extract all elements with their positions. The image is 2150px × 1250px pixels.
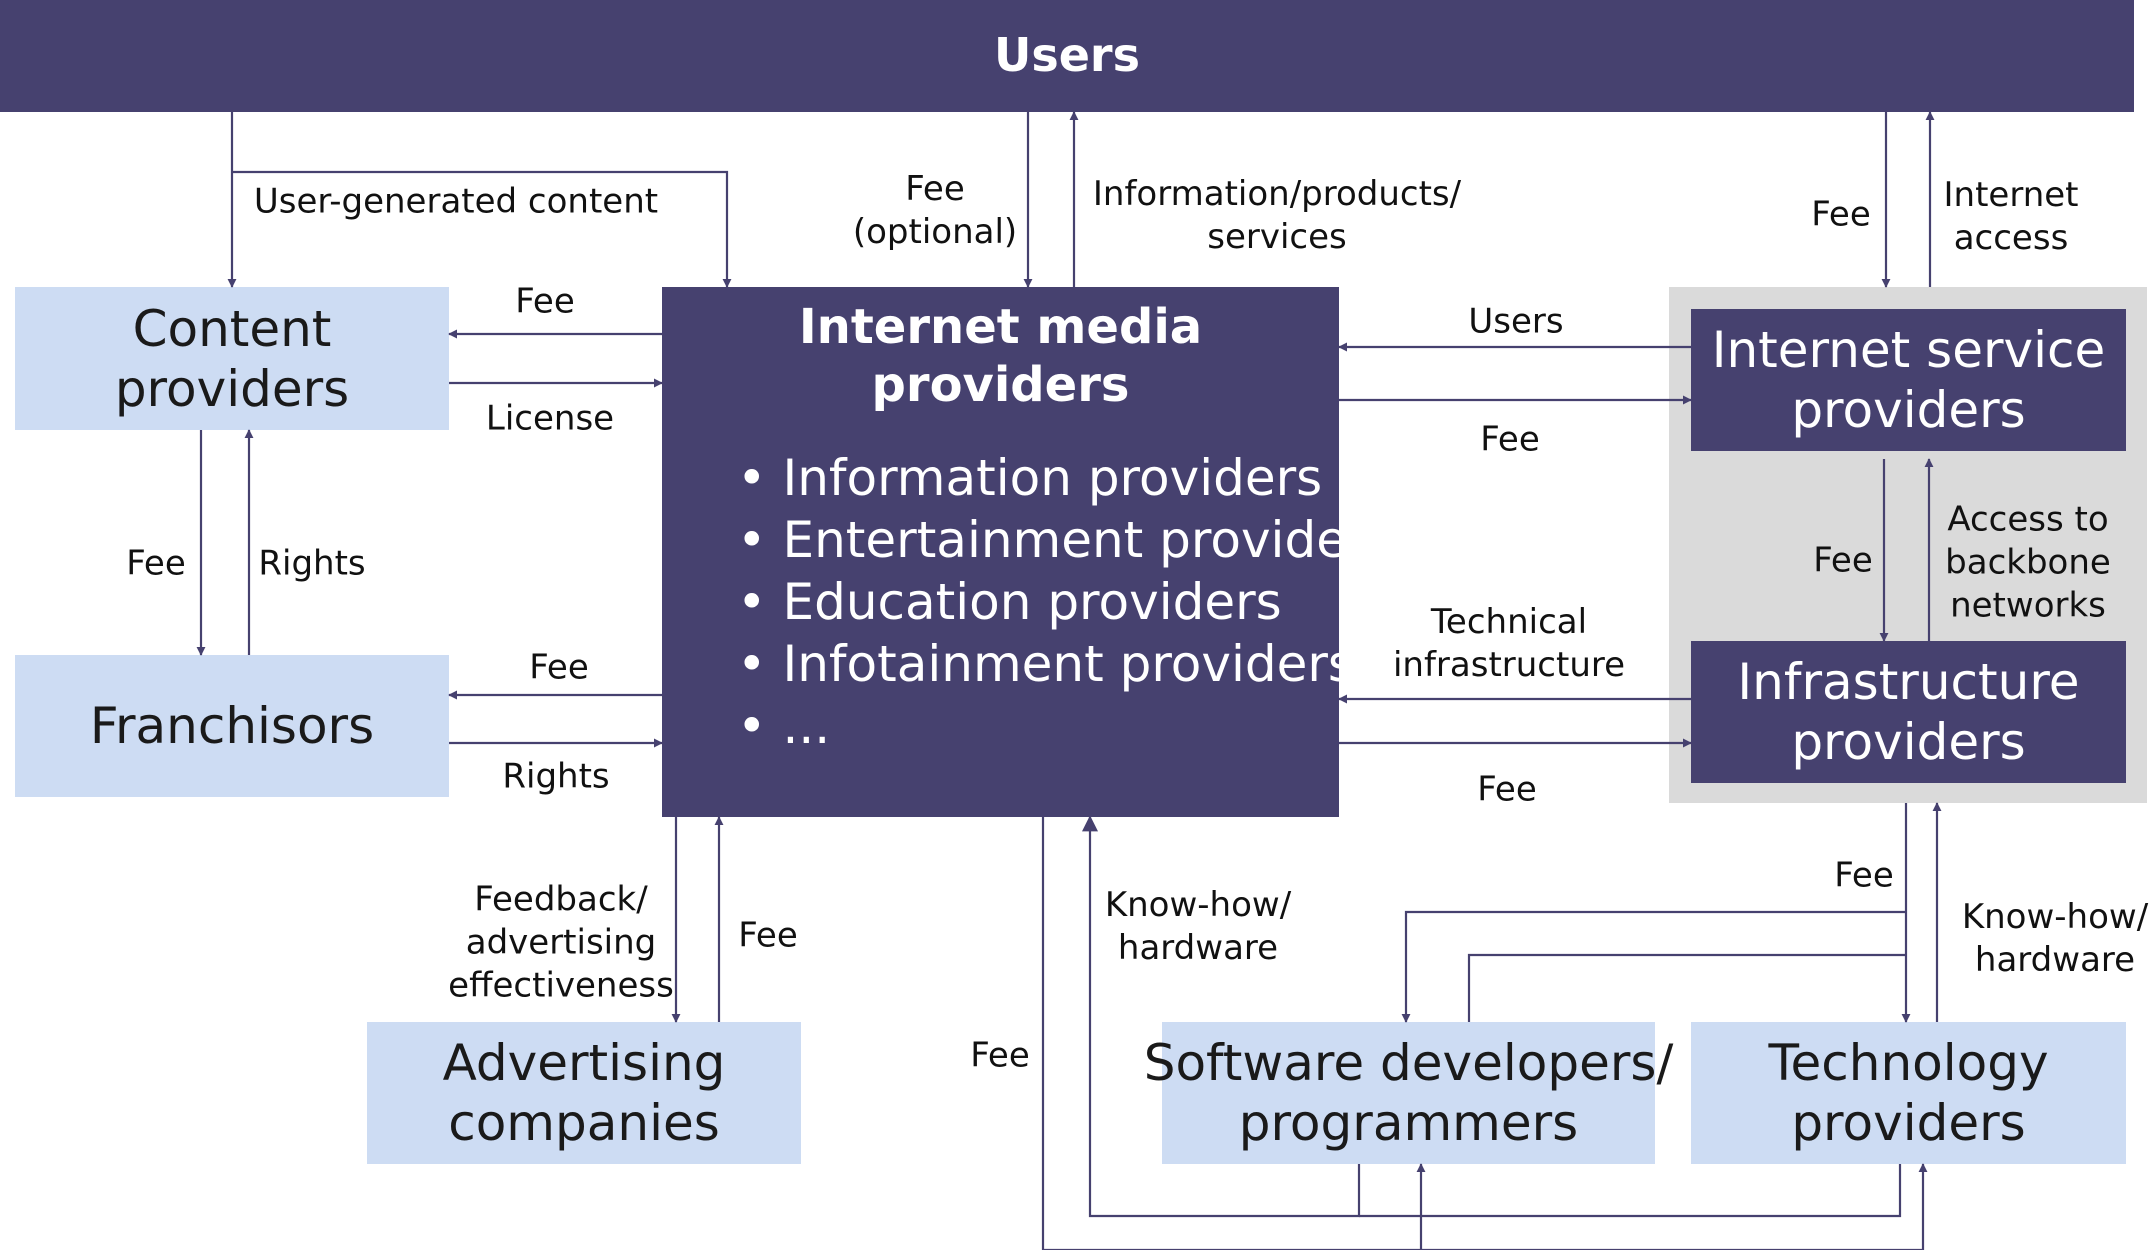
technology-providers-line-2: providers xyxy=(1791,1094,2026,1152)
advertising-companies-line-2: companies xyxy=(448,1094,720,1152)
infrastructure-fee-label: Fee xyxy=(1477,769,1537,810)
franchisor-rights-label: Rights xyxy=(502,756,610,797)
feedback-label: Feedback/ advertising effectiveness xyxy=(448,879,674,1006)
users-isp-fee-label: Fee xyxy=(1811,194,1871,235)
internet-access-label: Internet access xyxy=(1943,175,2079,258)
content-license-label: License xyxy=(485,398,615,439)
internet-service-providers-node: Internet service providers xyxy=(1691,309,2126,451)
advertising-fee-label: Fee xyxy=(738,915,798,956)
bottom-fee-label: Fee xyxy=(970,1035,1030,1076)
internet-media-providers-list: Information providers Entertainment prov… xyxy=(737,447,1394,757)
technology-providers-node: Technology providers xyxy=(1691,1022,2126,1164)
isp-infrastructure-fee-label: Fee xyxy=(1813,540,1873,581)
franchisors-label: Franchisors xyxy=(89,697,375,755)
infrastructure-providers-line-1: Infrastructure xyxy=(1737,653,2080,711)
user-generated-content-label: User-generated content xyxy=(253,181,659,222)
knowhow-hardware-right-label: Know-how/ hardware xyxy=(1961,897,2149,980)
internet-media-providers-node: Internet media providers Information pro… xyxy=(662,287,1394,817)
content-providers-line-2: providers xyxy=(114,359,350,418)
list-item: Entertainment providers xyxy=(737,509,1394,571)
technical-infrastructure-label: Technical infrastructure xyxy=(1392,602,1626,685)
advertising-companies-node: Advertising companies xyxy=(367,1022,801,1164)
advertising-companies-line-1: Advertising xyxy=(442,1034,726,1092)
content-providers-node: Content providers xyxy=(15,287,449,430)
knowhow-hardware-left-label: Know-how/ hardware xyxy=(1104,885,1292,968)
infrastructure-providers-node: Infrastructure providers xyxy=(1691,641,2126,783)
software-developers-node: Software developers/ programmers xyxy=(1144,1022,1673,1164)
franchisors-node: Franchisors xyxy=(15,655,449,797)
software-developers-line-2: programmers xyxy=(1238,1094,1579,1152)
access-backbone-label: Access to backbone networks xyxy=(1945,499,2111,626)
users-node-label: Users xyxy=(994,28,1140,83)
list-item: ... xyxy=(737,695,1394,757)
technology-providers-line-1: Technology xyxy=(1768,1034,2049,1092)
content-fee-label: Fee xyxy=(515,281,575,322)
infrastructure-providers-line-2: providers xyxy=(1791,713,2026,771)
internet-media-providers-title: Internet media providers xyxy=(798,299,1203,413)
users-node: Users xyxy=(0,0,2134,112)
software-developers-line-1: Software developers/ xyxy=(1143,1034,1674,1092)
content-providers-line-1: Content xyxy=(132,299,332,358)
internet-service-providers-line-1: Internet service xyxy=(1711,321,2106,379)
list-item: Infotainment providers xyxy=(737,633,1394,695)
information-products-services-label: Information/products/ services xyxy=(1092,174,1462,257)
fee-optional-label: Fee (optional) xyxy=(852,169,1018,252)
isp-users-label: Users xyxy=(1468,301,1564,342)
list-item: Education providers xyxy=(737,571,1394,633)
franchise-fee-label: Fee xyxy=(126,543,186,584)
isp-fee-label: Fee xyxy=(1480,419,1540,460)
franchisor-fee-label: Fee xyxy=(529,647,589,688)
infrastructure-developers-fee-label: Fee xyxy=(1834,855,1894,896)
list-item: Information providers xyxy=(737,447,1394,509)
internet-service-providers-line-2: providers xyxy=(1791,381,2026,439)
franchise-rights-label: Rights xyxy=(258,543,366,584)
